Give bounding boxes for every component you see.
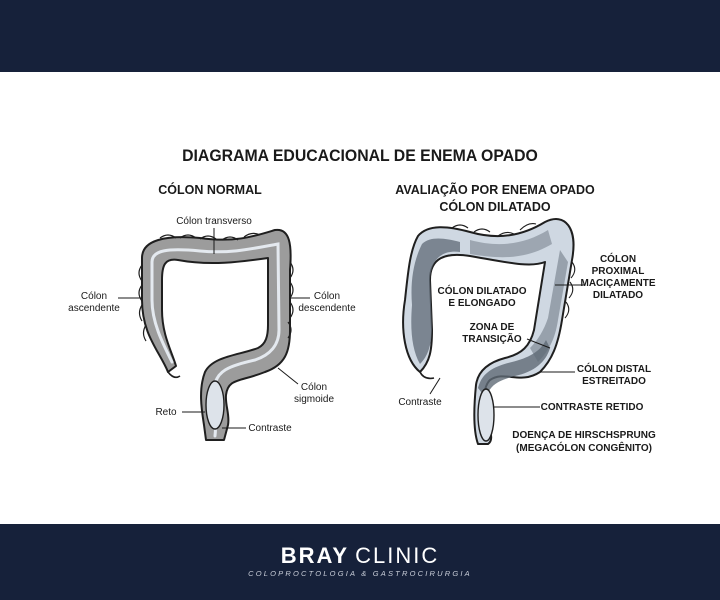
left-leader-lines <box>118 228 310 429</box>
top-banner <box>0 0 720 72</box>
label-contraste-right: Contraste <box>398 397 442 408</box>
label-contraste-left: Contraste <box>248 423 292 434</box>
label-descendente-1: Cólon <box>314 291 340 302</box>
label-ascendente-1: Cólon <box>81 291 107 302</box>
label-proximal-1: CÓLON <box>600 252 636 265</box>
label-dilatado-1: CÓLON DILATADO <box>437 284 526 297</box>
normal-haustra <box>138 232 294 342</box>
left-panel-title: CÓLON NORMAL <box>158 183 262 197</box>
label-dilatado-2: E ELONGADO <box>448 298 515 309</box>
label-transverso: Cólon transverso <box>176 216 252 227</box>
label-sigmoide-2: sigmoide <box>294 394 334 405</box>
right-panel-subtitle: CÓLON DILATADO <box>439 200 551 214</box>
label-proximal-4: DILATADO <box>593 290 643 301</box>
page-title: DIAGRAMA EDUCACIONAL DE ENEMA OPADO <box>182 146 538 165</box>
label-distal-2: ESTREITADO <box>582 376 646 387</box>
label-distal-1: CÓLON DISTAL <box>577 362 651 375</box>
brand-tagline: COLOPROCTOLOGIA & GASTROCIRURGIA <box>248 569 472 578</box>
right-panel-title: AVALIAÇÃO POR ENEMA OPADO <box>395 183 595 197</box>
dilated-colon <box>402 218 576 445</box>
label-transicao-1: ZONA DE <box>470 322 515 333</box>
brand-name-bold: BRAY <box>280 543 350 568</box>
label-reto: Reto <box>155 407 177 418</box>
label-proximal-2: PROXIMAL <box>592 266 645 277</box>
label-retido: CONTRASTE RETIDO <box>541 402 644 413</box>
label-sigmoide-1: Cólon <box>301 382 327 393</box>
right-leader-lines <box>429 284 584 408</box>
label-transicao-2: TRANSIÇÃO <box>462 332 522 345</box>
normal-colon <box>138 228 294 441</box>
label-proximal-3: MACIÇAMENTE <box>581 278 656 289</box>
label-descendente-2: descendente <box>298 303 356 314</box>
footer-banner <box>0 524 720 600</box>
label-doenca-2: (MEGACÓLON CONGÊNITO) <box>516 441 652 454</box>
brand-name-light: CLINIC <box>355 543 440 568</box>
label-ascendente-2: ascendente <box>68 303 120 314</box>
label-doenca-1: DOENÇA DE HIRSCHSPRUNG <box>512 430 656 441</box>
